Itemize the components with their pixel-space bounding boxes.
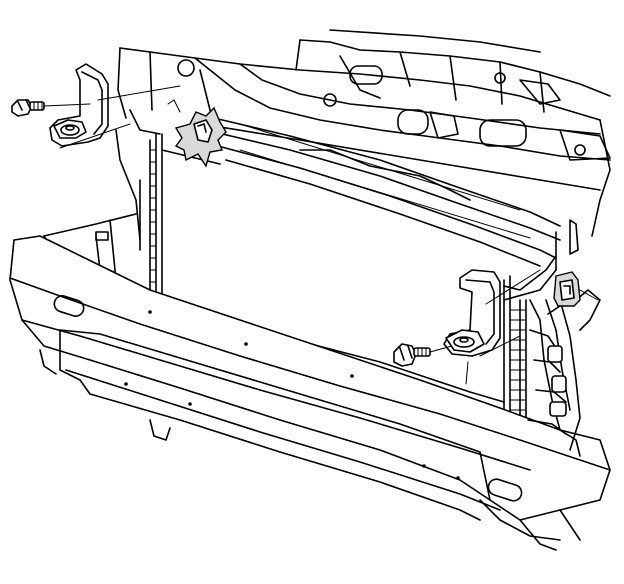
left-tank-ribs: [149, 139, 157, 301]
right-push-clip: [547, 271, 599, 315]
radiator-support: [117, 29, 611, 237]
bumper-bar: [9, 235, 611, 551]
left-push-clip: [167, 99, 227, 168]
left-upper-bracket: [49, 63, 181, 149]
bumper-rivets: [124, 310, 460, 480]
right-hose-assembly: [527, 289, 601, 457]
upper-tie-bar: [213, 117, 561, 267]
right-upper-bracket: [443, 269, 541, 385]
condenser: [149, 133, 579, 453]
left-bolt: [11, 99, 91, 117]
right-bolt: [393, 343, 453, 367]
